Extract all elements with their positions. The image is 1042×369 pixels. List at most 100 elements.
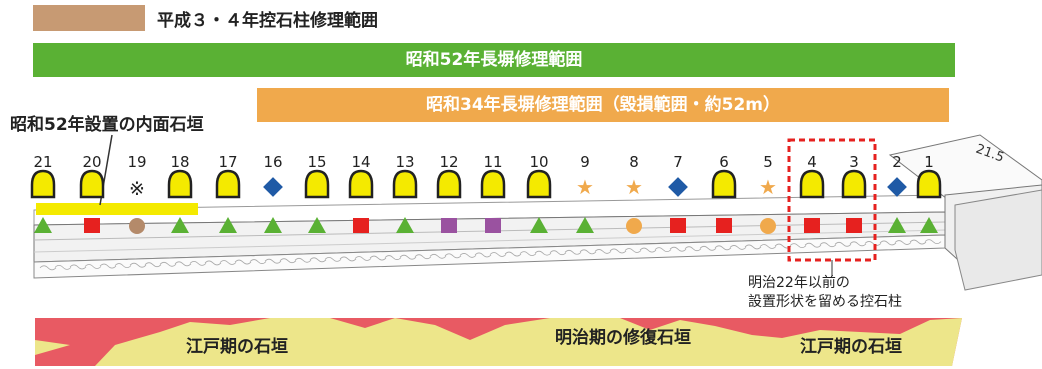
stone-post-icon-6 <box>711 169 737 199</box>
stone-ripple <box>249 259 267 265</box>
green-triangle-icon-10 <box>530 217 548 233</box>
red-square-icon-4 <box>804 218 820 233</box>
inner-wall-label: 昭和52年設置の内面石垣 <box>10 115 204 135</box>
stone-post-icon-17 <box>215 169 241 199</box>
stone-ripple <box>159 261 177 267</box>
stone-ripple <box>624 248 642 253</box>
stone-ripple <box>609 248 627 254</box>
stone-ripple <box>459 252 477 258</box>
stone-post-icon-21 <box>30 169 56 199</box>
green-triangle-icon-15 <box>308 217 326 233</box>
green-triangle-icon-21 <box>34 217 52 233</box>
green-triangle-icon-17 <box>219 217 237 233</box>
stone-ripple <box>549 250 567 256</box>
dashed-highlight-box <box>787 138 877 262</box>
stone-ripple <box>849 241 867 247</box>
stone-ripple <box>129 262 147 268</box>
stone-ripple <box>324 256 342 262</box>
blue-diamond-icon-7 <box>668 177 688 197</box>
stone-post-icon-14 <box>348 169 374 199</box>
post-number-10: 10 <box>529 153 548 171</box>
stone-post-icon-13 <box>392 169 418 199</box>
orange-circle-icon-5 <box>760 218 776 234</box>
stone-ripple <box>234 259 252 265</box>
green-triangle-icon-18 <box>171 217 189 233</box>
stone-ripple <box>654 247 672 253</box>
stone-ripple <box>564 249 582 255</box>
stone-post-icon-15 <box>304 169 330 199</box>
post-number-16: 16 <box>263 153 282 171</box>
stone-ripple <box>444 253 462 259</box>
stone-ripple <box>54 264 72 270</box>
brown-circle-icon-19 <box>129 218 145 234</box>
stone-ripple <box>579 249 597 255</box>
stone-post-icon-4 <box>799 169 825 199</box>
edo-left-area <box>35 340 70 355</box>
post-number-17: 17 <box>218 153 237 171</box>
stone-ripple <box>474 252 492 258</box>
stone-ripple <box>819 242 837 248</box>
stone-ripple <box>594 248 612 254</box>
stone-ripple <box>864 241 882 246</box>
stone-texture <box>39 239 942 271</box>
meiji-repair-area <box>95 318 962 366</box>
post-number-13: 13 <box>395 153 414 171</box>
stone-ripple <box>924 239 942 245</box>
post-number-7: 7 <box>673 153 683 171</box>
stone-ripple <box>69 264 87 270</box>
stone-ripple <box>894 240 912 245</box>
note-line-1: 明治22年以前の <box>748 275 850 291</box>
legend-swatch <box>33 5 145 31</box>
stone-ripple <box>834 241 852 247</box>
edo-right-area <box>770 342 955 366</box>
stone-ripple <box>339 256 357 262</box>
stone-ripple <box>84 264 102 269</box>
purple-square-icon-12 <box>441 218 457 233</box>
stone-ripple <box>909 239 927 245</box>
stone-ripple <box>804 242 822 248</box>
stone-ripple <box>684 246 702 252</box>
post-number-14: 14 <box>351 153 370 171</box>
post-number-9: 9 <box>580 153 590 171</box>
red-square-icon-20 <box>84 218 100 233</box>
stone-ripple <box>99 263 117 269</box>
stone-ripple <box>534 250 552 256</box>
post-number-19: 19 <box>127 153 146 171</box>
stone-post-icon-11 <box>480 169 506 199</box>
post-number-20: 20 <box>82 153 101 171</box>
post-number-8: 8 <box>629 153 639 171</box>
green-triangle-icon-2 <box>888 217 906 233</box>
stone-ripple <box>279 258 297 264</box>
note-line-2: 設置形状を留める控石柱 <box>748 294 902 310</box>
stone-post-icon-1 <box>916 169 942 199</box>
post-number-3: 3 <box>849 153 859 171</box>
red-square-icon-7 <box>670 218 686 233</box>
stone-ripple <box>309 257 327 263</box>
stone-post-icon-20 <box>79 169 105 199</box>
stone-ripple <box>639 247 657 253</box>
red-square-icon-3 <box>846 218 862 233</box>
stone-ripple <box>354 256 372 261</box>
green-triangle-icon-16 <box>264 217 282 233</box>
stone-ripple <box>504 251 522 257</box>
stone-ripple <box>714 245 732 251</box>
post-number-2: 2 <box>892 153 902 171</box>
s52-repair-band: 昭和52年長塀修理範囲 <box>33 43 955 77</box>
stone-ripple <box>414 254 432 260</box>
corner-block-top <box>888 134 1042 206</box>
corner-stone-side <box>954 189 1042 291</box>
stone-ripple <box>879 240 897 246</box>
post-number-18: 18 <box>170 153 189 171</box>
s34-repair-band: 昭和34年長塀修理範囲（毀損範囲・約52m） <box>257 88 949 122</box>
stone-ripple <box>174 261 192 267</box>
inner-wall-highlight <box>36 203 198 215</box>
stone-ripple <box>429 253 447 259</box>
stone-post-icon-12 <box>436 169 462 199</box>
orange-star-icon-5: ★ <box>759 175 777 199</box>
stone-ripple <box>759 244 777 249</box>
orange-circle-icon-8 <box>626 218 642 234</box>
post-number-15: 15 <box>307 153 326 171</box>
stone-ripple <box>39 265 57 271</box>
stone-ripple <box>489 252 507 257</box>
stone-ripple <box>399 254 417 260</box>
